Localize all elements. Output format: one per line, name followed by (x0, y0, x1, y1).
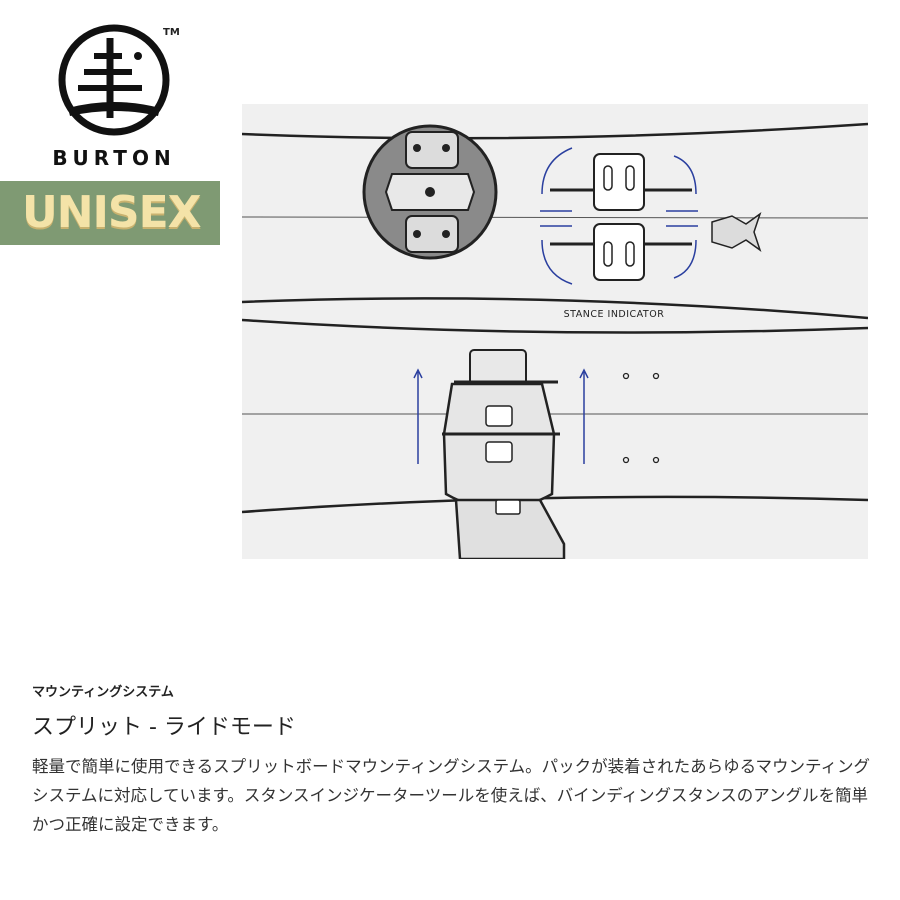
feature-title: スプリット - ライドモード (32, 715, 296, 740)
binding-illustration (413, 349, 589, 559)
unisex-badge (0, 181, 220, 245)
section-label: マウンティングシステム (32, 685, 174, 700)
stance-indicator-label: STANCE INDICATOR (564, 309, 665, 320)
unisex-badge-label: UNISEX (22, 187, 202, 238)
feature-description: 軽量で簡単に使用できるスプリットボードマウンティングシステム。パックが装着された… (32, 757, 871, 834)
trademark-mark: TM (163, 27, 180, 38)
magnified-puck-detail (362, 124, 498, 260)
mounting-system-diagram: STANCE INDICATOR (242, 104, 868, 559)
burton-tree-logo (58, 24, 170, 136)
brand-wordmark: BURTON (52, 146, 176, 170)
puck-rotation-illustration (540, 147, 762, 285)
